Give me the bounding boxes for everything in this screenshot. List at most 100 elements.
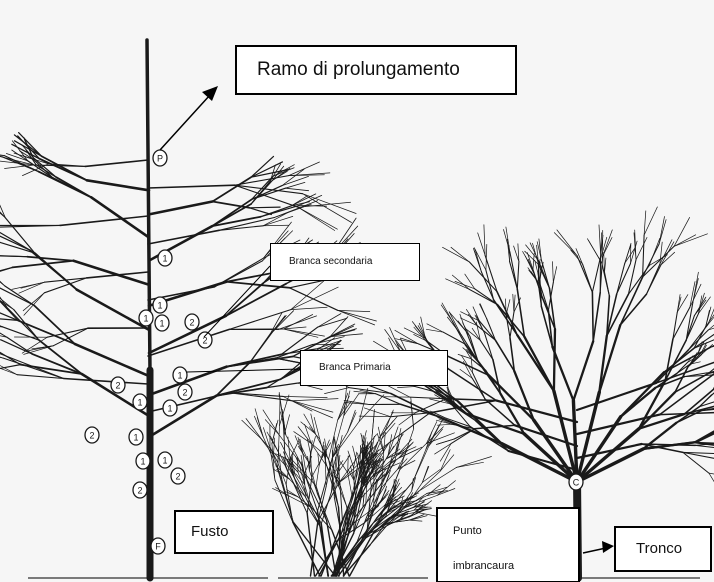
branch-stroke xyxy=(533,253,534,269)
branch-stroke xyxy=(388,435,392,455)
branch-stroke xyxy=(0,267,12,279)
branch-stroke xyxy=(64,379,148,385)
branch-stroke xyxy=(643,235,645,277)
branch-stroke xyxy=(451,247,469,262)
branch-stroke xyxy=(446,399,496,401)
branch-stroke xyxy=(7,337,32,354)
branch-stroke xyxy=(338,310,375,325)
branch-stroke xyxy=(0,256,27,257)
label-punto-line1: Punto xyxy=(453,525,578,537)
branch-stroke xyxy=(517,262,519,290)
branch-stroke xyxy=(257,418,263,437)
branch-stroke xyxy=(399,442,413,458)
branch-stroke xyxy=(60,216,148,225)
branch-stroke xyxy=(325,388,349,394)
branch-stroke xyxy=(649,255,667,266)
branch-stroke xyxy=(1,340,32,354)
branch-stroke xyxy=(0,194,5,218)
marker-circle: 1 xyxy=(173,367,187,383)
branch-stroke xyxy=(674,234,707,247)
branch-stroke xyxy=(599,325,620,392)
branch-stroke xyxy=(398,461,415,470)
branch-stroke xyxy=(0,353,64,379)
branch-stroke xyxy=(659,217,664,245)
branch-stroke xyxy=(380,421,394,438)
marker-circle: 2 xyxy=(185,314,199,330)
branch-stroke xyxy=(449,369,497,401)
label-ramo-di-prolungamento: Ramo di prolungamento xyxy=(235,45,517,95)
branch-stroke xyxy=(683,452,709,473)
marker-circle: 1 xyxy=(155,315,169,331)
branch-stroke xyxy=(398,387,416,388)
marker-text: 1 xyxy=(157,301,162,311)
branch-stroke xyxy=(376,394,401,405)
branch-stroke xyxy=(395,330,419,344)
branch-stroke xyxy=(339,487,347,507)
branch-stroke xyxy=(553,267,556,283)
marker-text: 2 xyxy=(182,388,187,398)
branch-stroke xyxy=(476,421,509,451)
branch-stroke xyxy=(592,256,600,292)
marker-text: 2 xyxy=(202,336,207,346)
branch-stroke xyxy=(3,358,64,379)
branch-stroke xyxy=(447,317,461,334)
marker-circle: 2 xyxy=(198,332,212,348)
branch-stroke xyxy=(229,310,290,330)
branch-stroke xyxy=(18,320,75,344)
branch-stroke xyxy=(497,292,517,336)
branch-stroke xyxy=(329,420,338,459)
marker-text: 1 xyxy=(162,254,167,264)
branch-stroke xyxy=(348,451,354,468)
branch-stroke xyxy=(426,425,440,450)
marker-circle: 2 xyxy=(133,482,147,498)
marker-text: 1 xyxy=(177,371,182,381)
branch-stroke xyxy=(620,277,642,325)
branch-stroke xyxy=(413,446,429,482)
marker-circle: 1 xyxy=(158,250,172,266)
branch-stroke xyxy=(573,341,593,400)
branch-stroke xyxy=(513,294,514,312)
branch-stroke xyxy=(292,401,332,418)
branch-stroke xyxy=(480,340,493,359)
branch-stroke xyxy=(554,233,577,256)
branch-stroke xyxy=(463,323,470,337)
branch-stroke xyxy=(593,293,600,342)
branch-stroke xyxy=(372,411,374,436)
branch-stroke xyxy=(454,429,474,439)
branch-stroke xyxy=(554,329,555,391)
marker-circle: 1 xyxy=(153,297,167,313)
marker-text: 2 xyxy=(189,318,194,328)
branch-stroke xyxy=(149,202,213,215)
branch-stroke xyxy=(278,425,280,469)
branch-stroke xyxy=(460,369,472,378)
arrow-ramo-head xyxy=(202,86,218,101)
marker-text: 1 xyxy=(159,319,164,329)
marker-text: 2 xyxy=(137,486,142,496)
branch-stroke xyxy=(249,208,271,215)
marker-text: 1 xyxy=(133,433,138,443)
branch-stroke xyxy=(285,188,308,191)
marker-circle: 1 xyxy=(163,400,177,416)
marker-text: F xyxy=(155,542,161,552)
branch-stroke xyxy=(583,264,593,292)
branch-stroke xyxy=(149,396,217,437)
label-tronco: Tronco xyxy=(614,526,712,572)
branch-stroke xyxy=(364,408,390,417)
branch-stroke xyxy=(442,303,453,322)
branch-stroke xyxy=(267,365,303,387)
branch-stroke xyxy=(437,481,455,496)
marker-circle: 2 xyxy=(178,384,192,400)
marker-text: 1 xyxy=(143,314,148,324)
branch-stroke xyxy=(27,257,73,261)
marker-circle: C xyxy=(569,474,583,490)
branch-stroke xyxy=(553,262,554,283)
branch-stroke xyxy=(8,309,39,341)
marker-text: 1 xyxy=(140,457,145,467)
branch-stroke xyxy=(291,287,339,310)
branch-stroke xyxy=(263,410,279,435)
branch-stroke xyxy=(446,279,470,290)
branch-stroke xyxy=(348,473,352,495)
branch-stroke xyxy=(517,335,554,391)
branch-stroke xyxy=(409,520,422,521)
